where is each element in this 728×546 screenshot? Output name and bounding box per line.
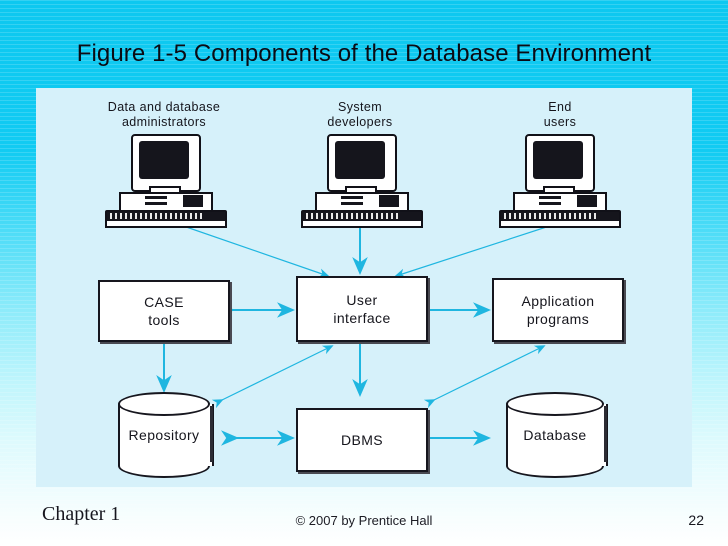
node-application-programs[interactable]: Application programs — [492, 278, 624, 342]
actor-label-end-users: End users — [543, 100, 577, 129]
node-user-interface[interactable]: User interface — [296, 276, 428, 342]
actor-label-dba: Data and database administrators — [107, 100, 221, 129]
node-label-user-interface: User interface — [333, 292, 391, 326]
node-case-tools[interactable]: CASE tools — [98, 280, 230, 342]
node-dbms[interactable]: DBMS — [296, 408, 428, 472]
node-database[interactable]: Database — [506, 392, 608, 478]
node-label-dbms: DBMS — [340, 432, 384, 448]
computer-icon-dba — [105, 134, 227, 228]
page-title: Figure 1-5 Components of the Database En… — [76, 40, 652, 67]
footer-chapter: Chapter 1 — [42, 503, 121, 525]
computer-icon-end-users — [499, 134, 621, 228]
footer-page-number: 22 — [688, 512, 704, 528]
node-label-application-programs: Application programs — [521, 293, 595, 327]
node-label-database: Database — [523, 427, 587, 443]
diagram-panel: Data and database administrators System … — [36, 88, 692, 487]
footer-copyright: © 2007 by Prentice Hall — [295, 513, 433, 528]
node-label-case-tools: CASE tools — [144, 294, 184, 328]
computer-icon-system-developers — [301, 134, 423, 228]
node-repository[interactable]: Repository — [118, 392, 214, 478]
actor-label-system-developers: System developers — [327, 100, 393, 129]
node-label-repository: Repository — [128, 427, 200, 443]
